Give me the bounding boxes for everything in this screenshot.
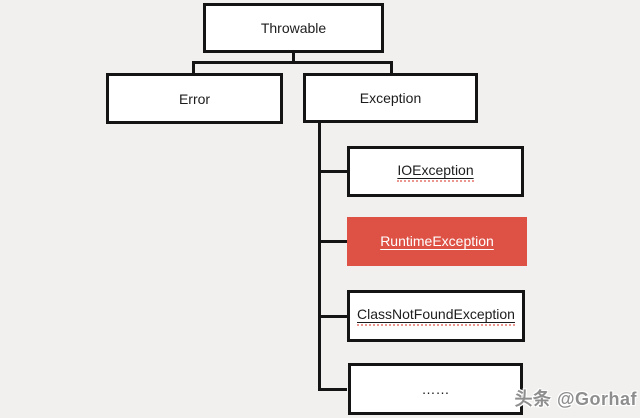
node-ioexception-label: IOException [397, 162, 474, 182]
node-runtimeexception-highlighted: RuntimeException [347, 217, 527, 266]
connector-branch-horizontal [192, 61, 393, 64]
connector-branch-to-error [192, 61, 195, 74]
node-exception: Exception [303, 73, 478, 123]
node-classnotfoundexception: ClassNotFoundException [347, 290, 525, 342]
connector-branch-to-exception [390, 61, 393, 74]
node-more-label: …… [421, 381, 450, 397]
toutiao-watermark: 头条 @Gorhaf [514, 389, 637, 409]
node-error-label: Error [178, 90, 211, 107]
connector-throwable-stem [292, 53, 295, 64]
node-classnotfoundexception-label: ClassNotFoundException [357, 306, 515, 326]
node-ioexception: IOException [347, 146, 524, 197]
connector-stub-more [318, 388, 347, 391]
node-runtimeexception-label: RuntimeException [380, 232, 494, 249]
node-throwable-label: Throwable [260, 20, 327, 36]
connector-exception-trunk [318, 123, 321, 391]
node-throwable: Throwable [203, 3, 384, 53]
node-more: …… [348, 363, 523, 415]
connector-stub-runtimeexception [318, 240, 347, 243]
node-error: Error [106, 73, 283, 124]
connector-stub-classnotfoundexception [318, 315, 347, 318]
connector-stub-ioexception [318, 170, 347, 173]
node-exception-label: Exception [359, 90, 422, 106]
